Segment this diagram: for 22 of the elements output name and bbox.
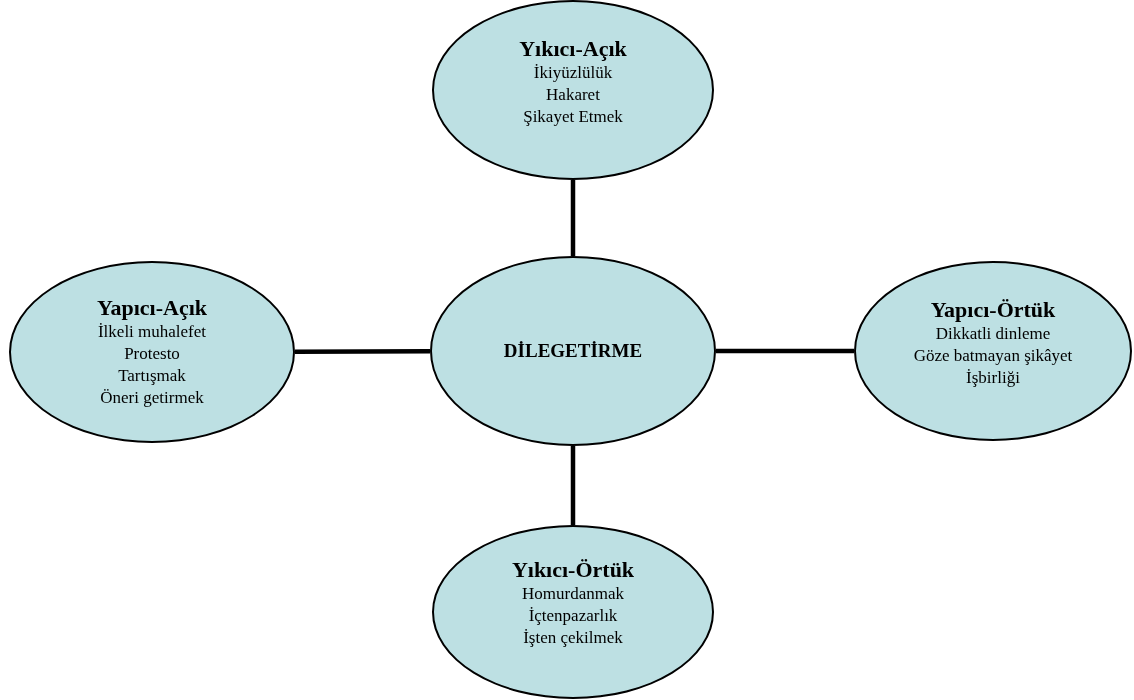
- node-heading: Yıkıcı-Açık: [519, 36, 627, 62]
- connector-line: [716, 348, 854, 354]
- list-item: Dikkatli dinleme: [935, 323, 1051, 345]
- list-item: Şikayet Etmek: [523, 106, 623, 128]
- list-item: Homurdanmak: [522, 583, 624, 605]
- list-item: İçtenpazarlık: [528, 605, 618, 627]
- connector-line: [570, 180, 576, 256]
- list-item: İşbirliği: [966, 367, 1020, 389]
- node-heading: DİLEGETİRME: [503, 339, 643, 363]
- list-item: Hakaret: [546, 84, 600, 106]
- list-item: İkiyüzlülük: [533, 62, 613, 84]
- list-item: İlkeli muhalefet: [97, 321, 207, 343]
- node-heading: Yapıcı-Açık: [97, 295, 207, 321]
- list-item: Öneri getirmek: [100, 387, 204, 409]
- node-heading: Yapıcı-Örtük: [930, 297, 1056, 323]
- list-item: Tartışmak: [118, 365, 186, 387]
- connector-line: [570, 446, 576, 525]
- connector-line: [295, 349, 430, 354]
- list-item: Protesto: [124, 343, 180, 365]
- node-heading: Yıkıcı-Örtük: [511, 557, 635, 583]
- list-item: Göze batmayan şikâyet: [913, 345, 1073, 367]
- list-item: İşten çekilmek: [523, 627, 623, 649]
